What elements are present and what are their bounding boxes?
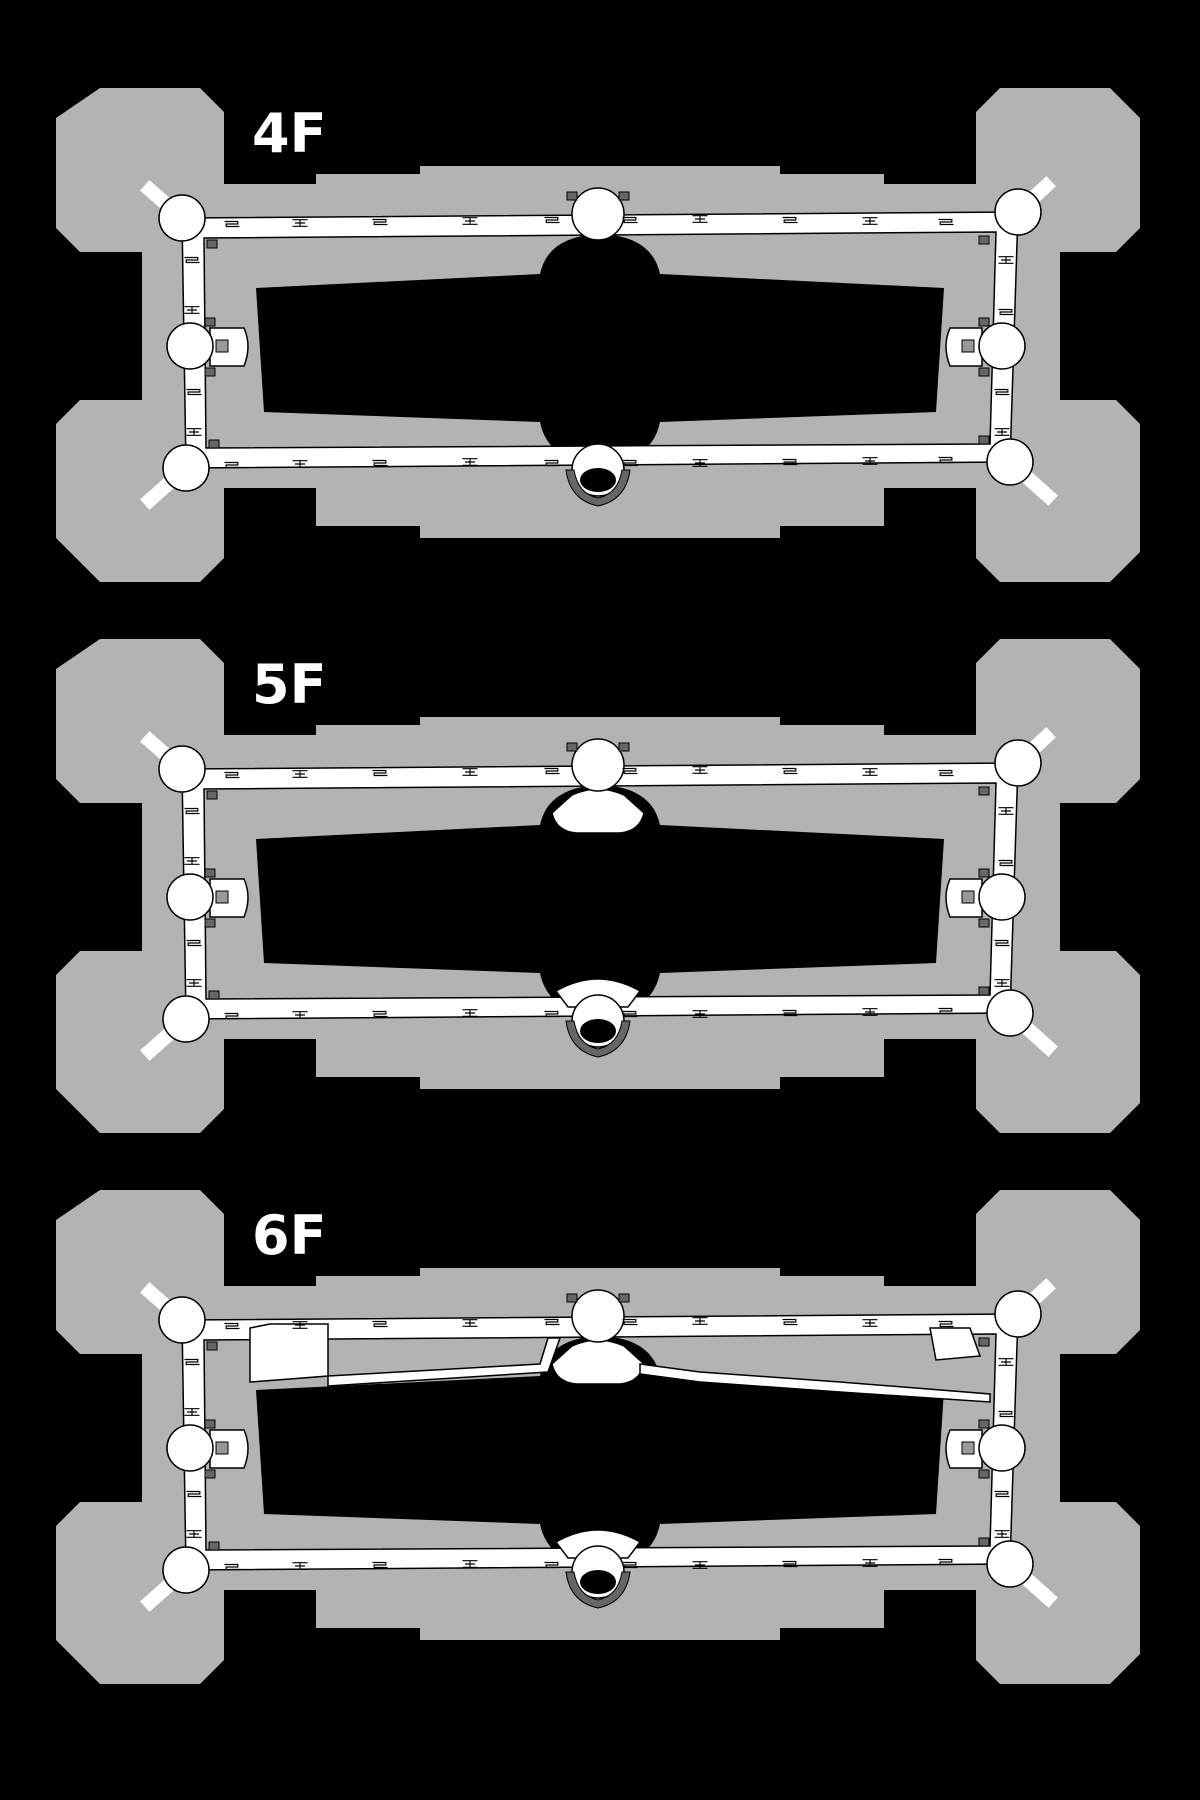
door-marker bbox=[208, 439, 220, 449]
corridor-junction bbox=[162, 444, 210, 492]
door-marker bbox=[978, 986, 990, 996]
floor-label-5f: 5F bbox=[252, 653, 326, 716]
lobby-south bbox=[554, 1529, 642, 1559]
floor-drawing bbox=[56, 88, 1140, 582]
elevator-east bbox=[961, 890, 975, 904]
elevator-east bbox=[961, 339, 975, 353]
floor-plan-6f: 6F bbox=[56, 1190, 1140, 1684]
corridor-junction bbox=[158, 194, 206, 242]
walkway-west bbox=[327, 1337, 562, 1387]
floor-label-6f: 6F bbox=[252, 1204, 326, 1267]
door-marker bbox=[206, 1341, 218, 1351]
lobby-south bbox=[554, 978, 642, 1008]
floor-drawing bbox=[56, 639, 1140, 1133]
floor-label-4f: 4F bbox=[252, 102, 326, 165]
lobby-west bbox=[209, 878, 249, 918]
door-marker bbox=[204, 367, 216, 377]
corridor-junction bbox=[166, 1424, 214, 1472]
door-marker bbox=[208, 990, 220, 1000]
stairwell-rail bbox=[565, 1020, 631, 1058]
floor-plan-4f: 4F bbox=[56, 88, 1140, 582]
door-marker bbox=[618, 1293, 630, 1303]
door-marker bbox=[978, 786, 990, 796]
door-marker bbox=[978, 435, 990, 445]
corridor-junction bbox=[994, 1290, 1042, 1338]
door-marker bbox=[978, 367, 990, 377]
corridor-junction bbox=[986, 438, 1034, 486]
elevator-west bbox=[215, 1441, 229, 1455]
elevator-west bbox=[215, 339, 229, 353]
door-marker bbox=[566, 1293, 578, 1303]
corridor-junction bbox=[166, 322, 214, 370]
corridor-junction bbox=[571, 1289, 625, 1343]
stairwell-rail bbox=[565, 1571, 631, 1609]
corridor-junction bbox=[571, 187, 625, 241]
door-marker bbox=[566, 742, 578, 752]
lobby-west bbox=[209, 327, 249, 367]
stairwell-opening bbox=[580, 468, 616, 492]
stairwell-rail bbox=[565, 469, 631, 507]
corridor-junction bbox=[162, 995, 210, 1043]
elevator-east bbox=[961, 1441, 975, 1455]
door-marker bbox=[208, 1541, 220, 1551]
corridor-junction bbox=[978, 1424, 1026, 1472]
corridor-junction bbox=[986, 989, 1034, 1037]
door-marker bbox=[206, 790, 218, 800]
door-marker bbox=[978, 868, 990, 878]
central-atrium-void bbox=[256, 234, 944, 464]
corridor-junction bbox=[158, 1296, 206, 1344]
central-atrium-void bbox=[256, 785, 944, 1015]
door-marker bbox=[978, 1469, 990, 1479]
room-west-block bbox=[249, 1323, 329, 1383]
door-marker bbox=[978, 1419, 990, 1429]
door-marker bbox=[978, 235, 990, 245]
floor-plan-5f: 5F bbox=[56, 639, 1140, 1133]
door-marker bbox=[978, 1537, 990, 1547]
corridor-junction bbox=[978, 322, 1026, 370]
corridor-junction bbox=[994, 188, 1042, 236]
door-marker bbox=[204, 918, 216, 928]
floor-drawing bbox=[56, 1190, 1140, 1684]
corridor-junction bbox=[162, 1546, 210, 1594]
door-marker bbox=[204, 1419, 216, 1429]
stairwell-opening bbox=[580, 1570, 616, 1594]
door-marker bbox=[204, 868, 216, 878]
door-marker bbox=[978, 317, 990, 327]
room-east-block bbox=[929, 1327, 982, 1361]
central-atrium-void bbox=[256, 1336, 944, 1566]
elevator-west bbox=[215, 890, 229, 904]
door-marker bbox=[978, 918, 990, 928]
corridor-junction bbox=[994, 739, 1042, 787]
corridor-junction bbox=[158, 745, 206, 793]
walkway-east bbox=[639, 1363, 991, 1403]
corridor-junction bbox=[571, 738, 625, 792]
door-marker bbox=[204, 317, 216, 327]
door-marker bbox=[618, 742, 630, 752]
door-marker bbox=[206, 239, 218, 249]
door-marker bbox=[618, 191, 630, 201]
corridor-junction bbox=[986, 1540, 1034, 1588]
door-marker bbox=[204, 1469, 216, 1479]
stairwell-opening bbox=[580, 1019, 616, 1043]
corridor-junction bbox=[978, 873, 1026, 921]
door-marker bbox=[566, 191, 578, 201]
corridor-junction bbox=[166, 873, 214, 921]
lobby-west bbox=[209, 1429, 249, 1469]
door-marker bbox=[978, 1337, 990, 1347]
